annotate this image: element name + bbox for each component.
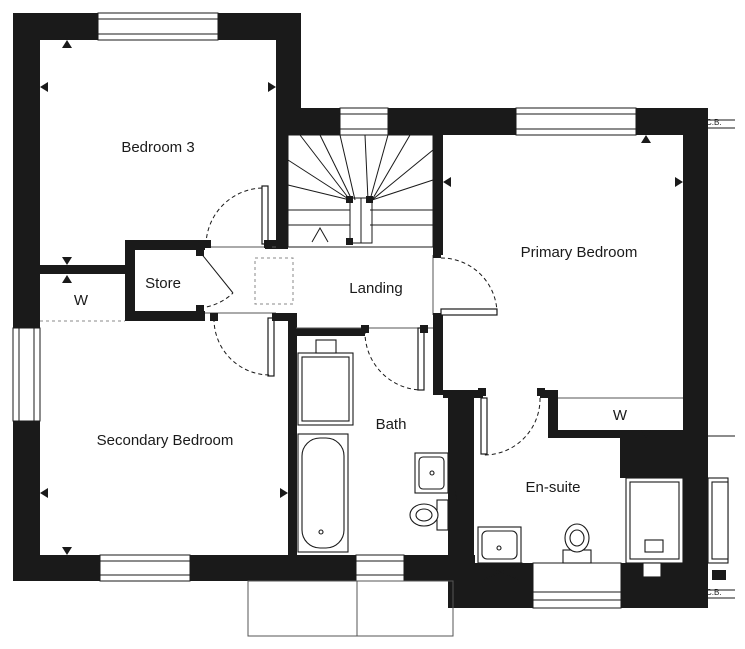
- wall-wardrobe-right-bottom: [548, 430, 708, 438]
- label-cb-bottom: C.B.: [706, 588, 722, 597]
- wardrobe-lines: [40, 320, 683, 399]
- wall-right-bedroom3-lower: [276, 135, 288, 247]
- window-secondary-bottom: [99, 554, 191, 582]
- wall-store-bottom: [125, 311, 205, 321]
- label-ensuite: En-suite: [525, 479, 580, 496]
- window-primary: [515, 107, 637, 136]
- wall-primary-left-lower: [433, 315, 443, 395]
- doors: [196, 185, 545, 456]
- label-secondary-bedroom: Secondary Bedroom: [97, 432, 234, 449]
- wall-landing-top-left: [265, 240, 288, 249]
- wall-bath-left: [288, 313, 297, 555]
- window-bedroom3: [97, 12, 219, 41]
- wall-bath-top: [297, 328, 365, 336]
- wall-store-top: [125, 240, 205, 250]
- window-bath: [355, 554, 405, 582]
- wall-right-lower: [683, 438, 708, 608]
- label-bedroom3: Bedroom 3: [121, 139, 194, 156]
- wall-right-outer: [683, 108, 708, 438]
- wall-left-outer: [13, 13, 40, 581]
- wall-bottom-outer: [13, 555, 475, 581]
- window-stairs: [339, 107, 389, 136]
- label-primary-bedroom: Primary Bedroom: [521, 244, 638, 261]
- wall-primary-left-upper: [433, 135, 443, 255]
- window-secondary-side: [12, 327, 41, 422]
- ensuite-fixtures: [477, 477, 729, 582]
- window-ensuite: [532, 562, 622, 609]
- bath-fixtures: [297, 339, 464, 553]
- loft-hatch: [254, 257, 294, 305]
- label-wardrobe-right: W: [613, 407, 628, 424]
- right-continuation: [685, 118, 735, 599]
- label-store: Store: [145, 275, 181, 292]
- label-cb-top: C.B.: [706, 118, 722, 127]
- wall-store-left: [125, 240, 135, 321]
- bath-wc-cistern: [436, 499, 449, 531]
- label-wardrobe-left: W: [74, 292, 89, 309]
- wall-bedroom3-bottom: [40, 265, 128, 274]
- staircase: [287, 134, 434, 248]
- bay-outline: [247, 580, 454, 637]
- wall-wardrobe-right-left: [548, 390, 558, 438]
- label-landing: Landing: [349, 280, 402, 297]
- windows: [12, 12, 637, 609]
- room-labels: Bedroom 3 Store Landing Primary Bedroom …: [74, 118, 722, 597]
- dimension-arrows: [40, 40, 683, 555]
- wall-ensuite-top-left: [443, 390, 483, 398]
- walls: [13, 13, 708, 608]
- wall-bath-top-left: [276, 313, 296, 321]
- label-bath: Bath: [376, 416, 407, 433]
